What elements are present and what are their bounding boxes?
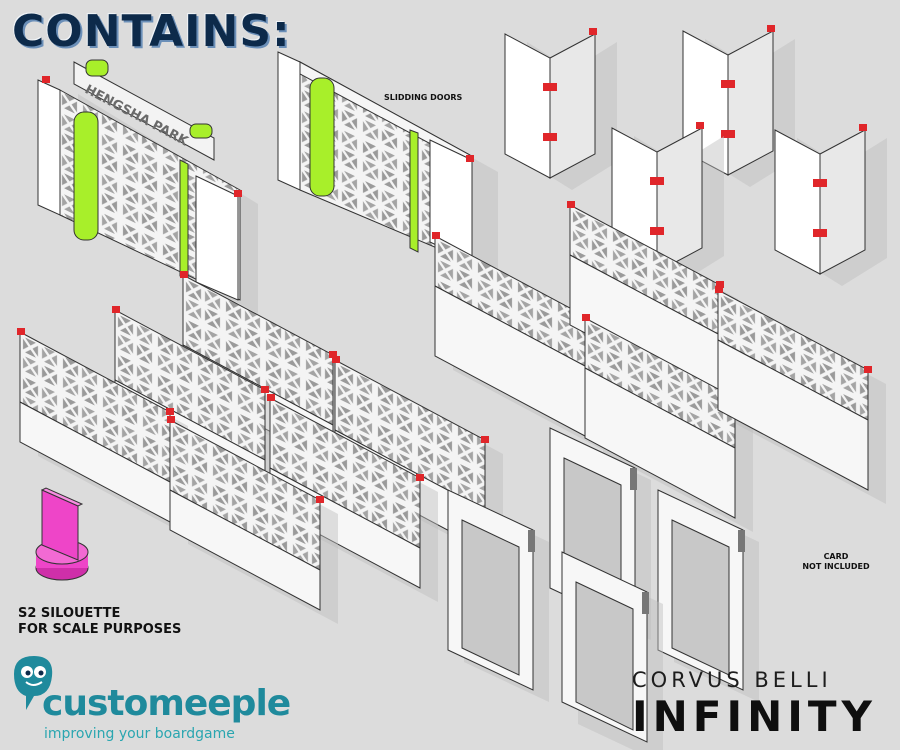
scale-note: S2 SILOUETTE FOR SCALE PURPOSES [18,606,181,638]
hengsha-park-gate: HENGSHA PARK [37,59,258,314]
card-note: CARD NOT INCLUDED [786,552,886,572]
customeeple-logo: customeeple [42,683,291,724]
door-frames [447,427,759,750]
infinity-logo: INFINITY [632,692,877,741]
scale-note-line2: FOR SCALE PURPOSES [18,622,182,637]
card-note-line1: CARD [823,552,849,561]
card-note-line2: NOT INCLUDED [802,562,870,571]
corner-walls [504,25,887,286]
truss-fence-sections [17,271,503,624]
sliding-doors-label: SLIDDING DOORS [384,93,463,102]
sliding-door-gate [277,51,498,282]
customeeple-tagline: improving your boardgame [44,726,235,742]
s2-silhouette [35,487,89,581]
page-title: CONTAINS: [12,6,291,57]
solid-panel-walls [432,201,886,532]
customeeple-mascot-icon [14,656,53,710]
corvus-belli-logo: CORVUS BELLI [632,668,832,692]
scale-note-line1: S2 SILOUETTE [18,606,121,621]
